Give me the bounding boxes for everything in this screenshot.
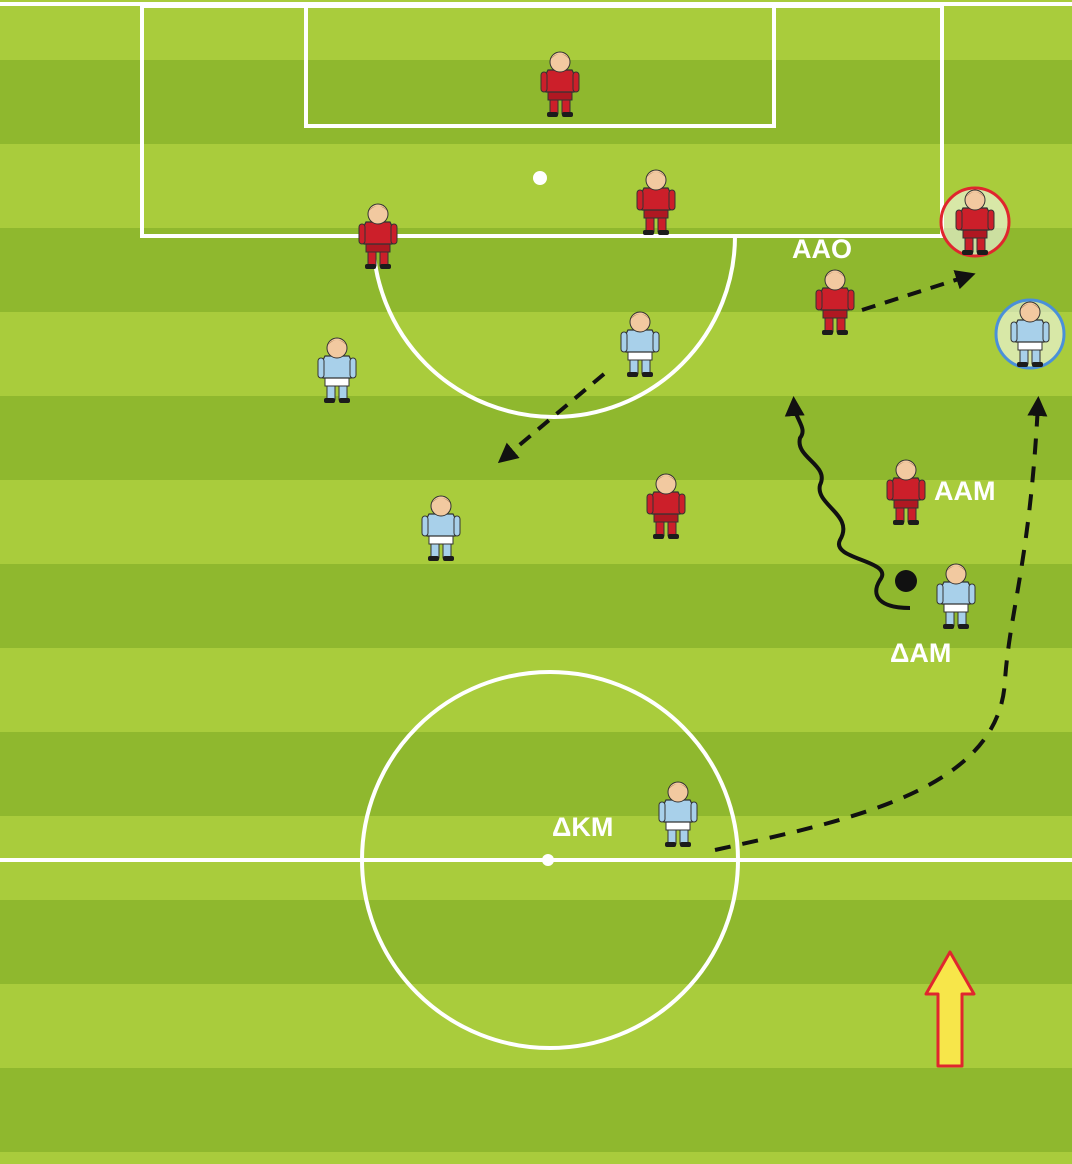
- label-aao: AAO: [792, 234, 852, 264]
- penalty-spot: [533, 171, 547, 185]
- grass-stripe: [0, 732, 1072, 816]
- grass-stripe: [0, 1068, 1072, 1152]
- label-dam: ΔAM: [890, 638, 951, 668]
- label-aam: AAM: [934, 476, 996, 506]
- grass-stripe: [0, 228, 1072, 312]
- player-red-defender: [941, 188, 1009, 256]
- grass-stripe: [0, 60, 1072, 144]
- grass-stripe: [0, 900, 1072, 984]
- ball-icon: [895, 570, 917, 592]
- centre-spot: [542, 854, 554, 866]
- label-dkm: ΔKM: [552, 812, 613, 842]
- player-blue-attacker: [996, 300, 1064, 368]
